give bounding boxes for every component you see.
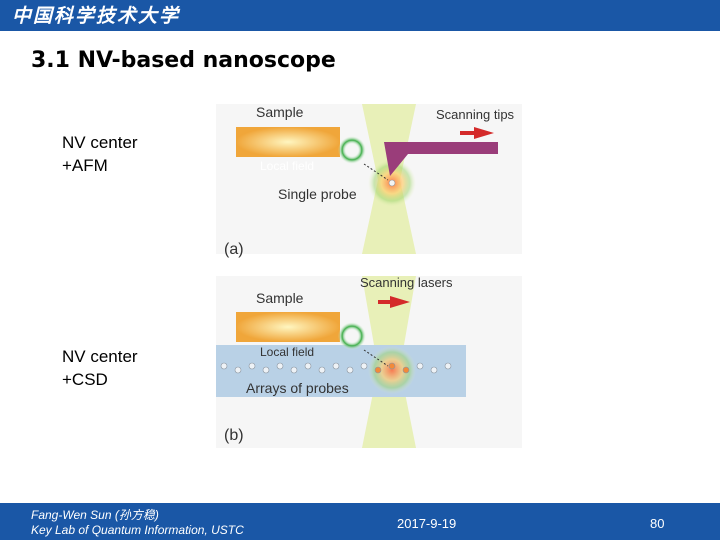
probe-dot	[220, 362, 228, 370]
panel-a-local-field-label: Local field	[260, 159, 314, 173]
probe-dot	[248, 362, 256, 370]
probe-dot	[416, 362, 424, 370]
probe-dot	[430, 366, 438, 374]
probe-dot	[388, 362, 396, 370]
panel-b-arrow	[378, 296, 410, 308]
probe-dot	[234, 366, 242, 374]
panel-a-single-probe-label: Single probe	[278, 186, 357, 202]
author-name: Fang-Wen Sun (孙方稳)	[31, 508, 159, 522]
label-nv-afm: NV center +AFM	[62, 133, 138, 175]
nanoscope-diagram: Sample Local field Scanning tips Single …	[216, 104, 522, 448]
probe-dot	[360, 362, 368, 370]
panel-b-local-field-label: Local field	[260, 345, 314, 359]
probe-dot	[290, 366, 298, 374]
probe-dot	[276, 362, 284, 370]
panel-a-scanning-label: Scanning tips	[436, 107, 515, 122]
panel-a-field-arrow	[363, 163, 389, 181]
probe-dot	[346, 366, 354, 374]
panel-b-probe-array	[220, 362, 452, 374]
author-info: Fang-Wen Sun (孙方稳) Key Lab of Quantum In…	[31, 508, 244, 538]
probe-dot	[304, 362, 312, 370]
page-number: 80	[650, 516, 665, 531]
panel-b-scanning-label: Scanning lasers	[360, 275, 453, 290]
probe-dot	[332, 362, 340, 370]
panel-b-field-arrow	[363, 349, 389, 367]
nanoscope-figure: Sample Local field Scanning tips Single …	[214, 100, 534, 452]
slide-title: 3.1 NV-based nanoscope	[31, 48, 336, 73]
panel-a-probe	[388, 179, 396, 187]
panel-b-probe-strip	[216, 345, 466, 397]
probe-dot	[374, 366, 382, 374]
panel-b-sample-label: Sample	[256, 290, 304, 306]
probe-dot	[262, 366, 270, 374]
label-nv-csd: NV center +CSD	[62, 347, 138, 389]
author-affiliation: Key Lab of Quantum Information, USTC	[31, 523, 244, 537]
panel-b-probe-glow	[368, 346, 416, 394]
panel-a-sample-label: Sample	[256, 104, 304, 120]
panel-b-field-ring	[338, 322, 366, 350]
panel-a-field-ring	[338, 136, 366, 164]
panel-a-caption: (a)	[224, 241, 244, 258]
probe-dot	[318, 366, 326, 374]
panel-a-scanning-tip	[384, 142, 498, 176]
panel-b-arrays-label: Arrays of probes	[246, 380, 349, 396]
panel-a-sample-block	[236, 127, 340, 157]
probe-dot	[444, 362, 452, 370]
slide-date: 2017-9-19	[397, 516, 457, 531]
footer-bar: Fang-Wen Sun (孙方稳) Key Lab of Quantum In…	[0, 503, 720, 540]
university-logo: 中国科学技术大学	[12, 5, 181, 27]
header-bar: 中国科学技术大学	[0, 0, 720, 31]
probe-dot	[402, 366, 410, 374]
panel-b-caption: (b)	[224, 427, 244, 444]
panel-b-sample-block	[236, 312, 340, 342]
panel-a-arrow	[460, 127, 494, 139]
